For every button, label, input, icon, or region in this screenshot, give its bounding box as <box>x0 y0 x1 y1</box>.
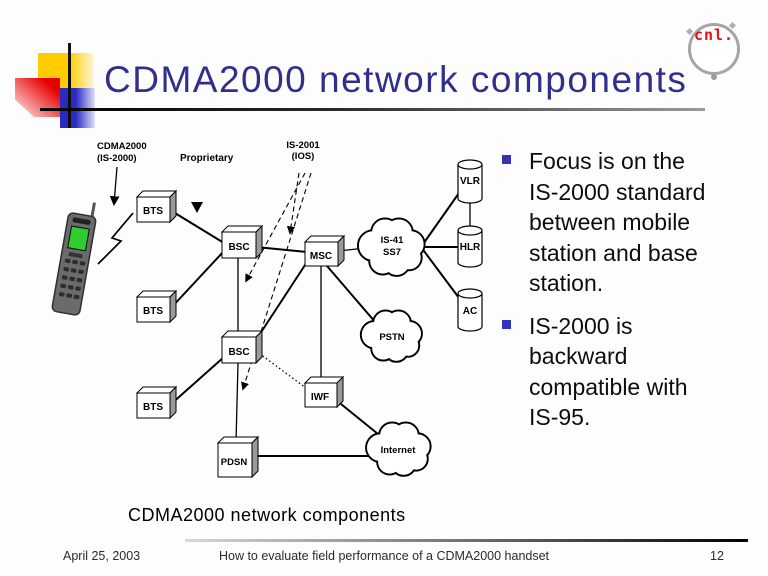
bullet-square-icon <box>502 155 511 164</box>
bullet-item: IS-2000 is backward compatible with IS-9… <box>502 311 747 433</box>
pstn-label: PSTN <box>379 332 404 343</box>
label-air1: CDMA2000 <box>97 141 147 152</box>
phone-earpiece <box>72 217 91 225</box>
proprietary-arrowhead <box>191 202 203 213</box>
ac-label: AC <box>463 306 477 317</box>
cnl-logo: cnl. <box>685 20 743 80</box>
footer-date: April 25, 2003 <box>63 549 141 563</box>
decor-red-shape <box>15 78 60 117</box>
hlr-label: HLR <box>460 242 481 253</box>
label-ios2: (IOS) <box>292 151 315 162</box>
is41-label-2: SS7 <box>383 247 401 258</box>
mobile-phone <box>51 202 97 316</box>
phone-function-key <box>68 252 83 259</box>
label-ios1: IS-2001 <box>286 140 320 151</box>
pdsn-label: PDSN <box>221 457 248 468</box>
label-air2: (IS-2000) <box>97 153 137 164</box>
logo-text: cnl. <box>693 26 735 44</box>
label-proprietary: Proprietary <box>180 153 234 164</box>
footer-title: How to evaluate field performance of a C… <box>218 549 550 563</box>
ios-arrow-2 <box>245 172 306 283</box>
diagram-edges <box>97 166 471 457</box>
bts3-label: BTS <box>143 402 163 413</box>
logo-dot <box>711 74 717 80</box>
bullet-list: Focus is on the IS-2000 standard between… <box>502 146 747 445</box>
vlr-label: VLR <box>460 176 481 187</box>
phone-keypad <box>58 258 86 300</box>
footer-page-number: 12 <box>710 549 724 563</box>
diagram-caption: CDMA2000 network components <box>128 505 406 525</box>
bsc1-label: BSC <box>228 242 249 253</box>
network-diagram: CDMA2000 (IS-2000) Proprietary IS-2001 (… <box>51 140 483 479</box>
lightning-bolt <box>97 212 134 265</box>
database-cylinders <box>457 159 483 332</box>
bts2-label: BTS <box>143 306 163 317</box>
phone-screen <box>67 225 90 252</box>
decor-vertical-line <box>68 43 71 128</box>
logo-ring: cnl. <box>688 23 740 75</box>
cloud-shapes <box>357 217 432 477</box>
msc-label: MSC <box>310 251 332 262</box>
bullet-item: Focus is on the IS-2000 standard between… <box>502 146 747 299</box>
node-boxes <box>135 189 346 479</box>
bullet-square-icon <box>502 319 511 329</box>
title-underline <box>40 108 705 111</box>
page-title: CDMA2000 network components <box>104 59 688 100</box>
bsc2-label: BSC <box>228 347 249 358</box>
internet-label: Internet <box>381 445 417 456</box>
bts1-label: BTS <box>143 206 163 217</box>
ios-arrow-1 <box>286 172 300 235</box>
is41-label-1: IS-41 <box>381 235 404 246</box>
air-interface-arrow <box>109 166 120 206</box>
iwf-label: IWF <box>311 392 329 403</box>
footer-separator <box>185 539 748 542</box>
bullet-text: IS-2000 is backward compatible with IS-9… <box>529 312 688 431</box>
bullet-text: Focus is on the IS-2000 standard between… <box>529 148 706 296</box>
